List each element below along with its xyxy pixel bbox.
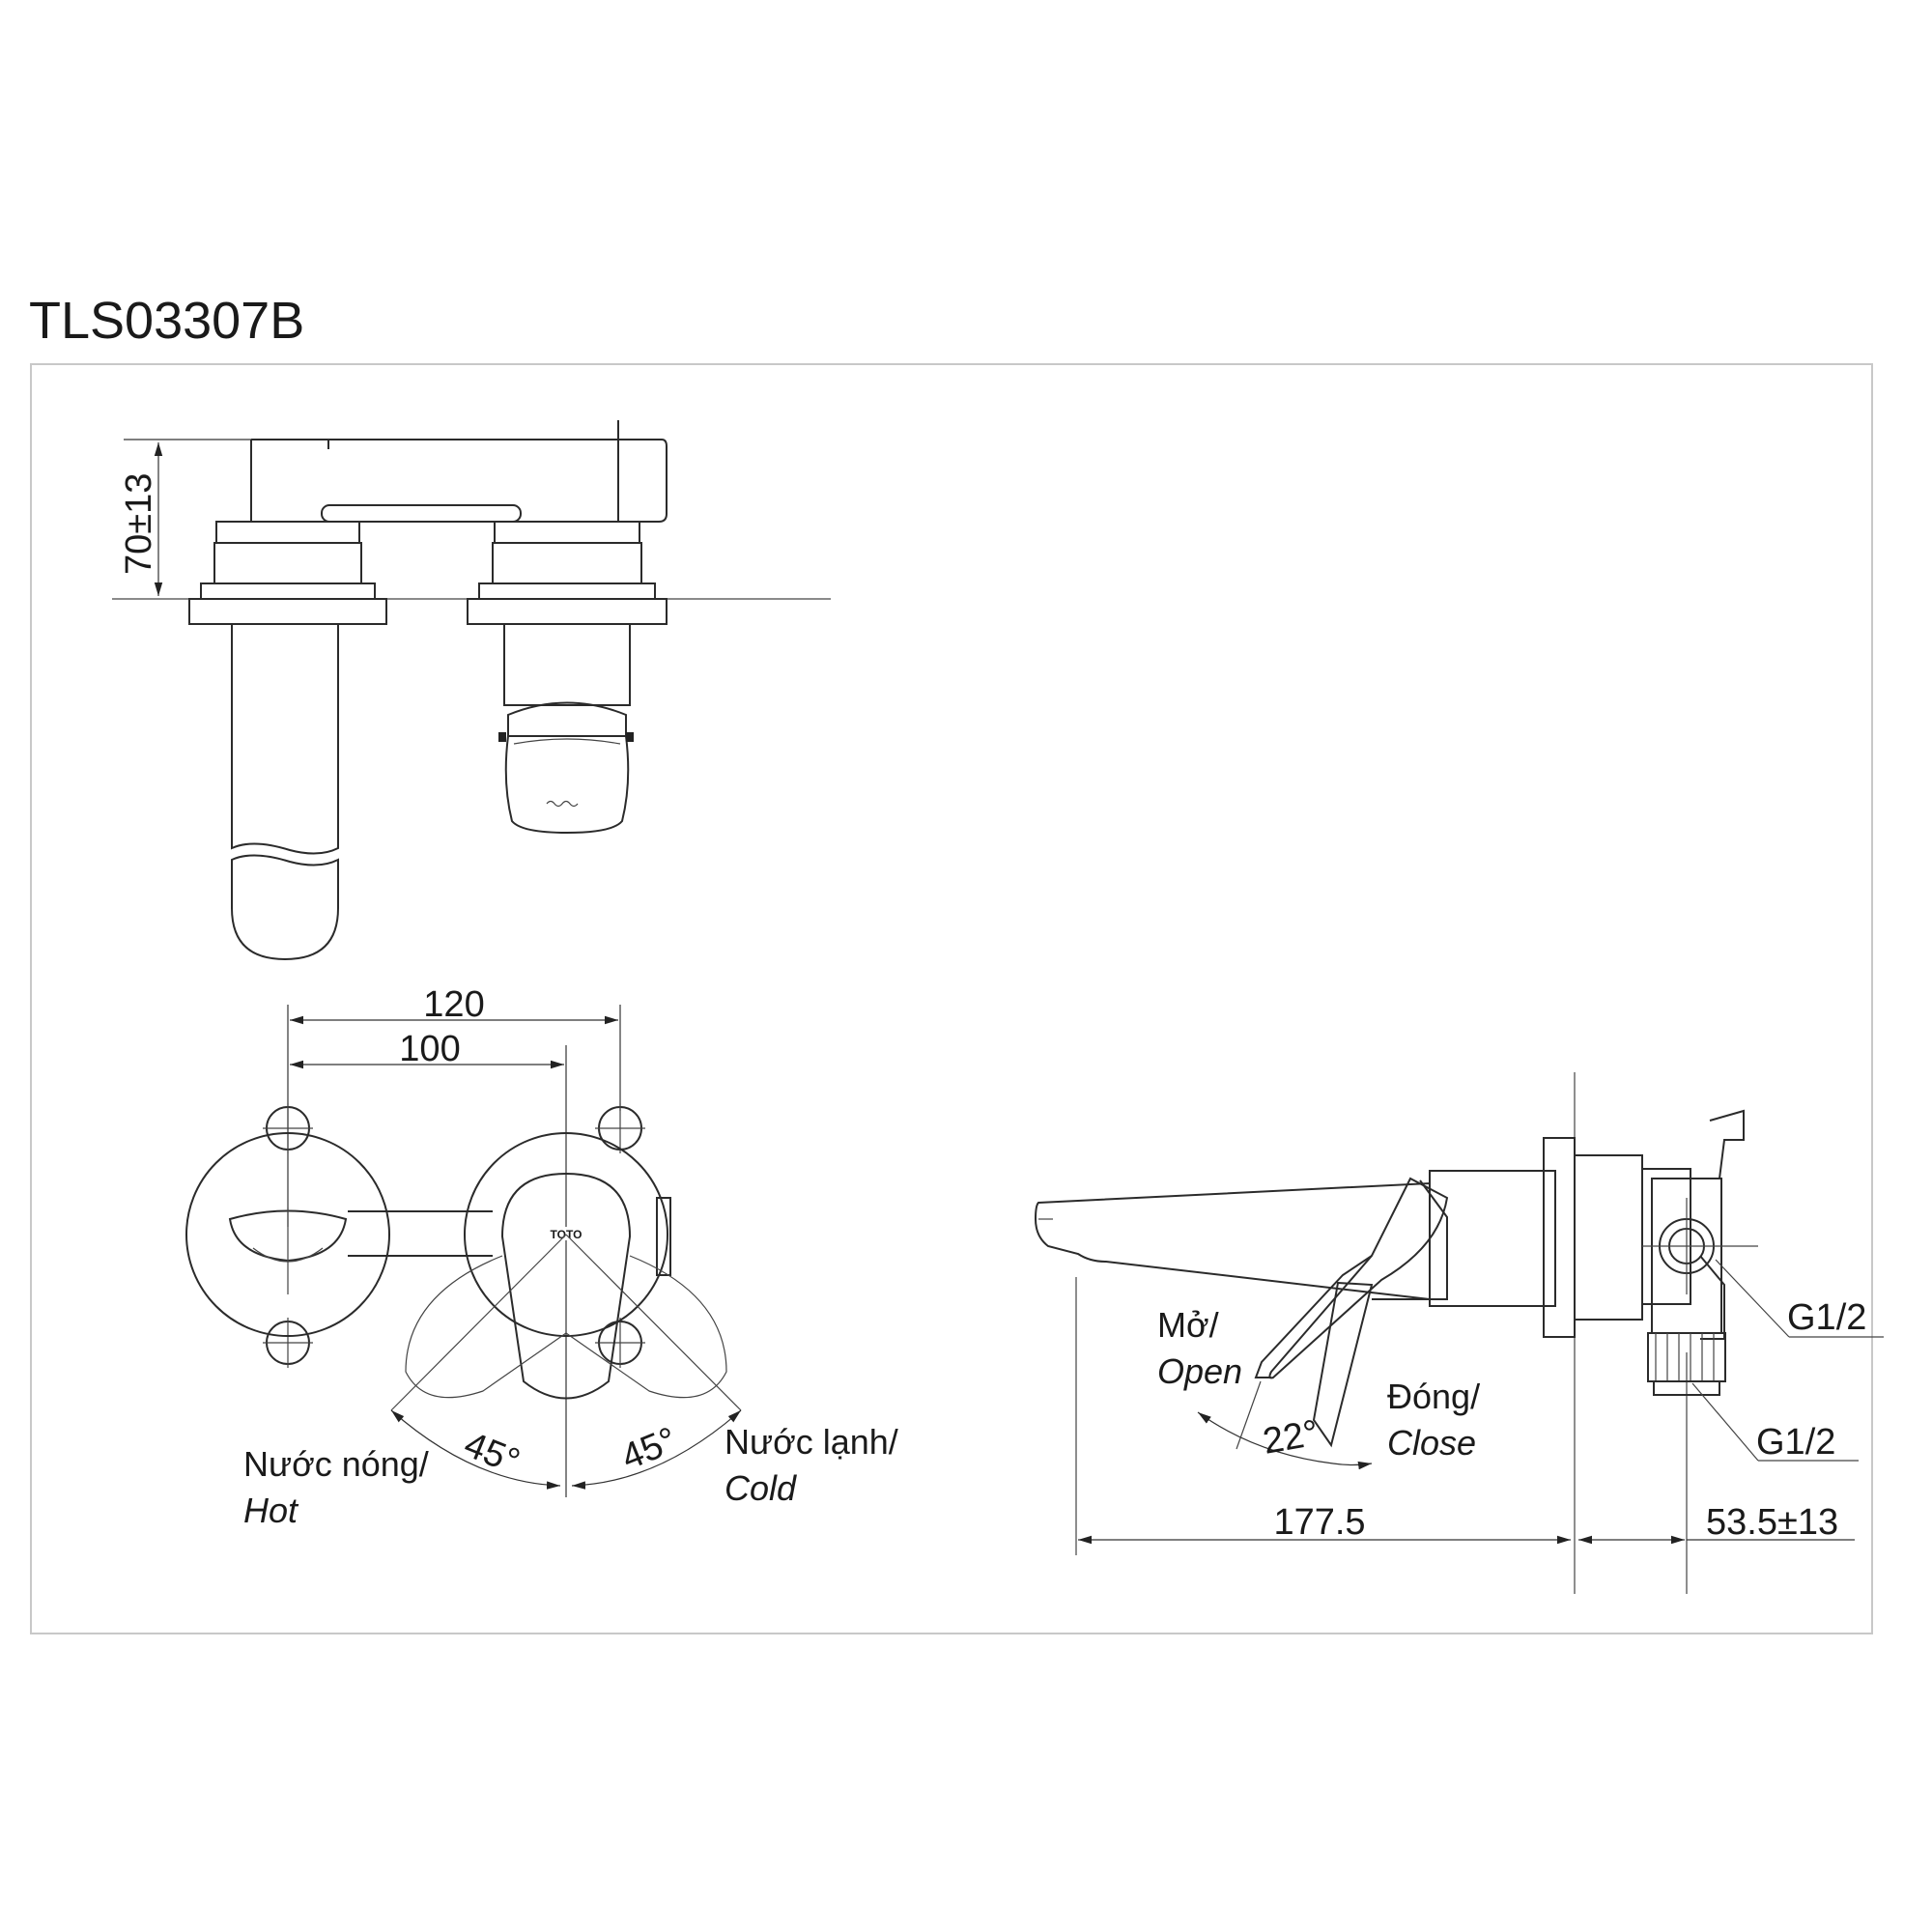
inlet-thread-label: G1/2 (1787, 1297, 1866, 1338)
close-label-en: Close (1387, 1423, 1476, 1463)
wall-depth-dimension: 53.5±13 (1706, 1502, 1838, 1543)
open-angle-label: 22° (1260, 1413, 1321, 1463)
side-view: G1/2 G1/2 22° Mở/ Open Đóng/ Close 177.5… (1034, 1072, 1884, 1594)
open-label-en: Open (1157, 1351, 1242, 1391)
drawing-frame (30, 363, 1873, 1634)
front-elevation-view: 70±13 (112, 420, 831, 961)
cold-angle-label: 45° (616, 1420, 683, 1478)
center-distance-dimension: 100 (399, 1029, 460, 1069)
hot-angle-label: 45° (459, 1424, 526, 1482)
hot-label-en: Hot (243, 1491, 299, 1530)
overall-width-dimension: 120 (423, 984, 484, 1025)
cold-label-vi: Nước lạnh/ (724, 1422, 898, 1462)
spout-projection-dimension: 177.5 (1273, 1502, 1365, 1543)
height-dimension: 70±13 (119, 473, 159, 575)
close-label-vi: Đóng/ (1387, 1377, 1480, 1416)
plan-view: 120 100 TOTO 45° 45° Nước nóng/ (185, 984, 898, 1530)
model-title: TLS03307B (29, 292, 304, 350)
cold-label-en: Cold (724, 1468, 797, 1508)
open-label-vi: Mở/ (1157, 1305, 1219, 1345)
outlet-thread-label: G1/2 (1756, 1422, 1835, 1463)
hot-label-vi: Nước nóng/ (243, 1444, 429, 1484)
